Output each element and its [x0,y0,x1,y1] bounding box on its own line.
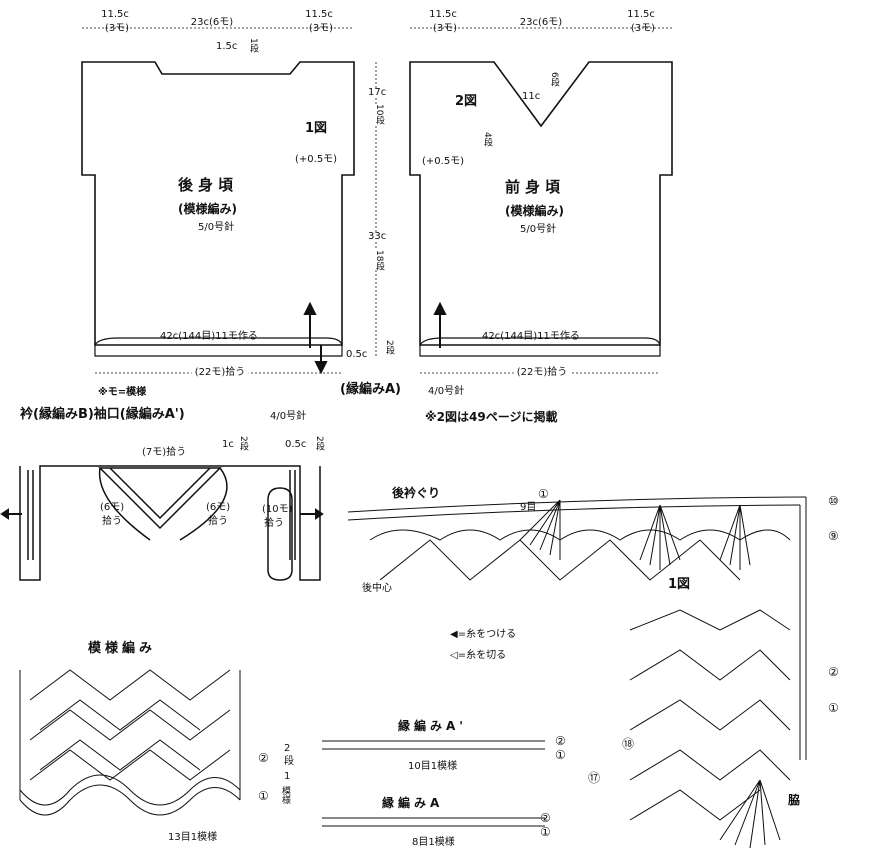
front-width-right: 11.5c [627,9,655,20]
pattern-one: 1 [284,771,291,782]
pattern-r1: ① [258,789,269,803]
edge-a-r1: ① [540,825,551,839]
v-neck-rows: 6段 [549,72,559,87]
detail-waki: 脇 [788,793,801,807]
pattern-r2: ② [258,751,269,765]
front-needle: 5/0号針 [520,224,557,235]
mo-note: ※モ=模様 [98,387,147,398]
side-a-rows: 10段 [374,104,384,125]
back-hem-text: 42c(144目)11モ作る [160,331,258,342]
detail-r18: ⑱ [622,737,635,751]
stitch-fans [519,499,781,849]
back-title: 後身頃 [178,176,239,194]
side-a: 17c [368,87,387,98]
collar-pick6b: (6モ) [206,502,231,513]
collar-pick10: (10モ) [262,504,293,515]
front-pattern: (模様編み) [505,204,564,218]
collar-half-c: 0.5c [285,439,307,450]
collar-rows2b: 2段 [314,436,324,451]
front-width-mid: 23c(6モ) [519,17,563,28]
edge-chart-a [322,817,545,827]
neck-back-rows: 1段 [248,38,258,53]
pattern-repeat: 13目1模様 [168,832,218,843]
side-c-rows: 2段 [384,340,394,355]
back-fig-label: 1図 [305,121,328,136]
front-hem-band [419,337,661,357]
pattern-moyo: 模様 [280,786,290,804]
detail-circle1: ① [538,487,549,501]
legend-cut: ◁=糸を切る [450,650,507,661]
collar-pick7: (7モ)拾う [142,447,187,458]
edge-chart-a2 [322,740,545,750]
legend-attach: ◀=糸をつける [450,629,517,640]
width-left-sub: (3モ) [104,23,130,34]
edge-a-repeat: 8目1模様 [412,837,455,848]
front-panel-outline [409,61,673,346]
pattern-dan: 段 [284,756,294,767]
pattern-title: 模様編み [88,641,157,656]
edge-a-title: 縁編みA [382,796,444,810]
collar-schematic [19,465,321,581]
front-fig-label: 2図 [455,94,478,109]
detail-back-center: 後中心 [362,583,392,594]
front-title: 前身頃 [505,178,566,196]
note-49: ※2図は49ページに掲載 [425,410,558,424]
back-needle: 5/0号針 [198,222,235,233]
collar-hiro-a: 拾う [102,516,122,527]
collar-rows2a: 2段 [238,436,248,451]
collar-needle: 4/0号針 [270,411,307,422]
edge-a-label: (縁編みA) [340,382,401,397]
detail-r17: ⑰ [588,771,601,785]
detail-r2: ② [828,665,839,679]
neck-back-val: 1.5c [216,41,238,52]
width-right: 11.5c [305,9,333,20]
edge-a2-title: 縁編みA' [398,719,467,733]
back-hem-band [94,337,343,357]
collar-one-c: 1c [222,439,234,450]
front-width-right-sub: (3モ) [630,23,656,34]
edge-a2-r2: ② [555,734,566,748]
pattern-chart [19,669,241,816]
side-c: 0.5c [346,349,368,360]
front-plus-mo: (+0.5モ) [422,156,465,167]
back-panel-outline [81,61,355,346]
detail-r1: ① [828,701,839,715]
side-b: 33c [368,231,387,242]
side-b-rows: 18段 [374,250,384,271]
collar-title: 衿(縁編みB)袖口(縁編みA') [20,407,185,422]
detail-nine: 9目 [520,502,537,513]
front-width-left-sub: (3モ) [432,23,458,34]
edge-a2-repeat: 10目1模様 [408,761,458,772]
detail-chart [347,496,807,821]
edge-a2-r1: ① [555,748,566,762]
front-hem-text: 42c(144目)11モ作る [482,331,580,342]
detail-r9: ⑨ [828,529,839,543]
edge-a-r2: ② [540,811,551,825]
collar-hiro-b: 拾う [208,516,228,527]
back-pattern: (模様編み) [178,202,237,216]
pattern-two: 2 [284,743,291,754]
front-pickup: (22モ)拾う [513,368,571,378]
needle4-label: 4/0号針 [428,386,465,397]
width-mid: 23c(6モ) [190,17,234,28]
front-width-left: 11.5c [429,9,457,20]
width-right-sub: (3モ) [308,23,334,34]
collar-hiro-c: 拾う [264,518,284,529]
detail-r10: ⑩ [828,494,839,508]
back-plus-mo: (+0.5モ) [295,154,338,165]
side-rows4: 4段 [482,132,492,147]
width-left: 11.5c [101,9,129,20]
back-pickup: (22モ)拾う [191,368,249,378]
collar-pick6a: (6モ) [100,502,125,513]
detail-fig1: 1図 [668,577,691,592]
detail-ushiro-eri: 後衿ぐり [392,486,441,500]
v-neck-val: 11c [522,91,541,102]
